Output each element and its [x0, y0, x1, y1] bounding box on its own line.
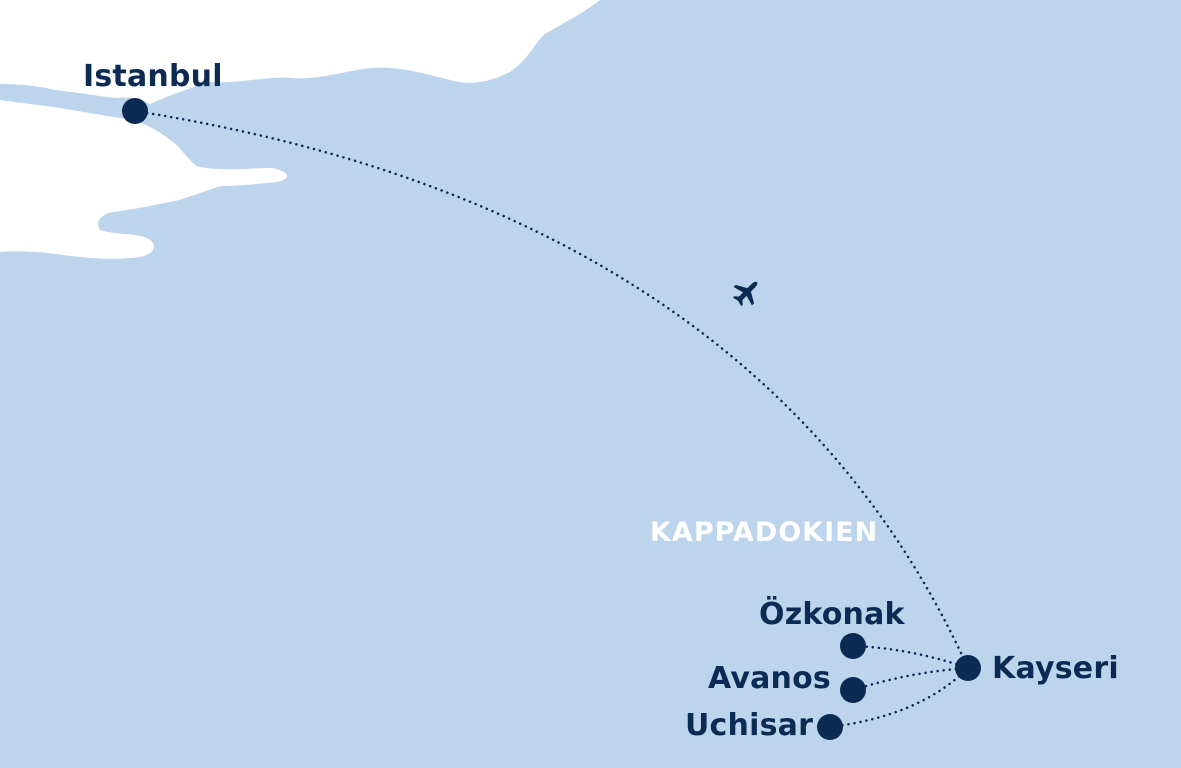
island	[48, 218, 56, 226]
marker-avanos[interactable]	[840, 677, 866, 703]
airplane-icon	[732, 281, 758, 307]
label-region-kappadokien: KAPPADOKIEN	[650, 517, 879, 548]
marker-ozkonak[interactable]	[840, 633, 866, 659]
route-kayseri-avanos	[851, 666, 970, 692]
marker-istanbul[interactable]	[122, 98, 148, 124]
land-west	[0, 100, 288, 259]
label-ozkonak: Özkonak	[759, 597, 905, 632]
route-kayseri-ozkonak	[851, 644, 970, 670]
label-uchisar: Uchisar	[685, 708, 814, 743]
marker-uchisar[interactable]	[817, 714, 843, 740]
land-north	[0, 0, 600, 104]
label-istanbul: Istanbul	[83, 59, 223, 94]
label-avanos: Avanos	[708, 661, 831, 696]
flight-route	[133, 109, 970, 670]
marker-kayseri[interactable]	[955, 655, 981, 681]
label-kayseri: Kayseri	[992, 651, 1119, 686]
island	[165, 161, 171, 167]
